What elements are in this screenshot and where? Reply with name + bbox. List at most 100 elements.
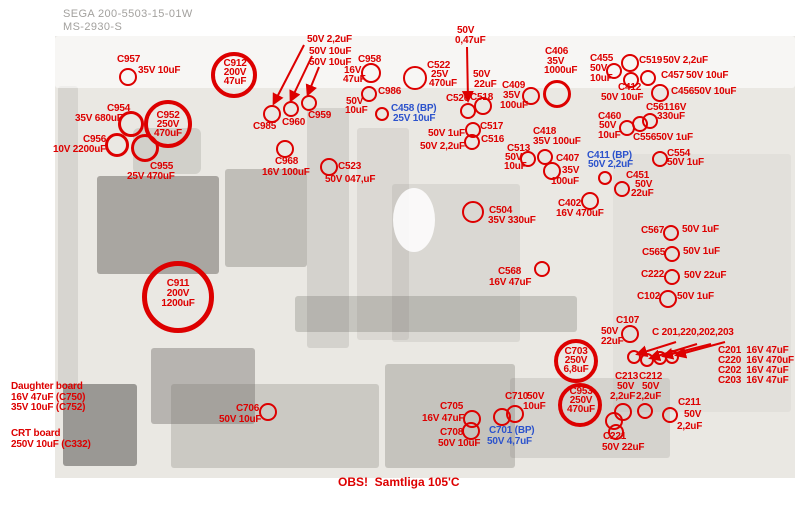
cap-circle-C513 [520, 151, 536, 167]
cap-label-C222: 50V 22uF [684, 270, 727, 281]
cap-label-C402: C402 [558, 198, 582, 209]
cap-circle-C220 [640, 353, 654, 367]
cap-label-C411: 50V 2,2uF [588, 159, 633, 170]
cap-label-C211: C211 [678, 397, 701, 408]
cap-circle-C911 [142, 261, 214, 333]
cap-label-C504: C504 [489, 205, 513, 216]
cap-circle-C959 [301, 95, 317, 111]
cap-circle-C407 [543, 162, 561, 180]
cap-circle-C412 [640, 70, 656, 86]
cap-label-daughter-board-note: 16V 47uF (C750) [11, 392, 86, 403]
cap-label-crt-board-note: CRT board [11, 428, 61, 439]
cap-label-C519: 50V 2,2uF [663, 55, 708, 66]
cap-label-C958: 47uF [343, 74, 366, 85]
cap-label-C220-list: C220 16V 470uF [718, 355, 794, 366]
cap-label-C213: 2,2uF [610, 391, 636, 402]
cap-label-C568: 16V 47uF [489, 277, 532, 288]
cap-label-C710: 50V [527, 391, 545, 402]
pcb-photo-region [63, 384, 137, 466]
cap-label-C451: 22uF [631, 188, 654, 199]
cap-label-C701: 50V 4,7uF [487, 436, 532, 447]
cap-label-C213: 50V [617, 381, 635, 392]
cap-label-C517: C517 [480, 121, 504, 132]
cap-label-C460: 10uF [598, 130, 621, 141]
cap-label-C455: C455 [590, 53, 614, 64]
cap-label-C556: C556 [633, 132, 657, 143]
cap-label-C954: 35V 680uF [75, 113, 123, 124]
cap-circle-C212 [637, 403, 653, 419]
cap-label-C411: C411 (BP) [587, 150, 632, 161]
cap-circle-C456 [651, 84, 669, 102]
cap-label-C518: 22uF [474, 79, 497, 90]
pcb-photo-region [58, 86, 78, 386]
pcb-photo-region [171, 384, 379, 468]
cap-circle-C706 [259, 403, 277, 421]
cap-label-C520: C520 [446, 93, 470, 104]
board-revision: MS-2930-S [63, 21, 123, 33]
cap-circle-C518 [474, 97, 492, 115]
cap-circle-C985 [263, 105, 281, 123]
cap-label-C522: 470uF [429, 78, 457, 89]
cap-label-C409: 35V [503, 90, 521, 101]
cap-label-C706: C706 [236, 403, 260, 414]
pcb-photo-region [225, 169, 307, 267]
cap-label-C212: C212 [639, 371, 663, 382]
cap-circle-C409 [522, 87, 540, 105]
cap-label-C565: C565 [642, 247, 666, 258]
cap-label-C959: C959 [308, 110, 332, 121]
cap-circle-C554 [652, 151, 668, 167]
cap-circle-C516 [464, 134, 480, 150]
cap-label-C958: C958 [358, 54, 382, 65]
cap-label-C705: 16V 47uF [422, 413, 465, 424]
cap-label-C522: 25V [431, 69, 449, 80]
cap-circle-C457 [623, 72, 639, 88]
cap-circle-C107 [621, 325, 639, 343]
cap-label-C705: C705 [440, 401, 464, 412]
cap-label-daughter-board-note: 35V 10uF (C752) [11, 402, 86, 413]
cap-label-C513: 10uF [504, 161, 527, 172]
cap-label-C956: 10V 2200uF [53, 144, 107, 155]
cap-label-C418: C418 [533, 126, 557, 137]
cap-label-C409: C409 [502, 80, 526, 91]
cap-circle-C567 [663, 225, 679, 241]
board-title: SEGA 200-5503-15-01W MS-2930-S [63, 8, 193, 34]
cap-circle-C523 [320, 158, 338, 176]
cap-label-C407: 35V [562, 165, 580, 176]
cap-label-C520-arrow: 50V [457, 25, 475, 36]
cap-label-C402: 16V 470uF [556, 208, 604, 219]
cap-circle-C411 [598, 171, 612, 185]
cap-label-C418: 35V 100uF [533, 136, 581, 147]
cap-label-C406: 35V [547, 56, 565, 67]
cap-circle-C402 [581, 192, 599, 210]
cap-label-C957: C957 [117, 54, 141, 65]
cap-label-C522: C522 [427, 60, 451, 71]
cap-label-C456: C456 [671, 86, 695, 97]
cap-circle-C710 [506, 405, 524, 423]
cap-label-C406: C406 [545, 46, 569, 57]
cap-label-C458: 25V 10uF [393, 113, 436, 124]
cap-circle-C455 [606, 63, 622, 79]
cap-label-C520-arrow: 0,47uF [455, 35, 486, 46]
cap-label-C102: 50V 1uF [677, 291, 714, 302]
cap-label-C960: C960 [282, 117, 306, 128]
cap-label-C968: C968 [275, 156, 299, 167]
cap-label-C554: 50V 1uF [667, 157, 704, 168]
cap-label-C107: 50V [601, 326, 619, 337]
pcb-photo-region [151, 348, 255, 424]
cap-circle-C556 [642, 113, 658, 129]
cap-label-C958: 16V [344, 65, 362, 76]
pcb-photo-region [307, 108, 349, 348]
cap-circle-C565 [664, 246, 680, 262]
cap-label-C211: 50V [684, 409, 702, 420]
cap-label-C955: 25V 470uF [127, 171, 175, 182]
cap-label-C567: 50V 1uF [682, 224, 719, 235]
cap-circle-C406 [543, 80, 571, 108]
cap-circle-C458 [375, 107, 389, 121]
cap-circle-C955 [131, 134, 159, 162]
cap-label-C211: 2,2uF [677, 421, 703, 432]
cap-label-C561: 16V [669, 102, 687, 113]
cap-label-C201-list: C201 16V 47uF [718, 345, 789, 356]
cap-label-C407: 100uF [551, 176, 579, 187]
cap-label-C460: 50V [599, 120, 617, 131]
cap-label-C212: 2,2uF [636, 391, 662, 402]
